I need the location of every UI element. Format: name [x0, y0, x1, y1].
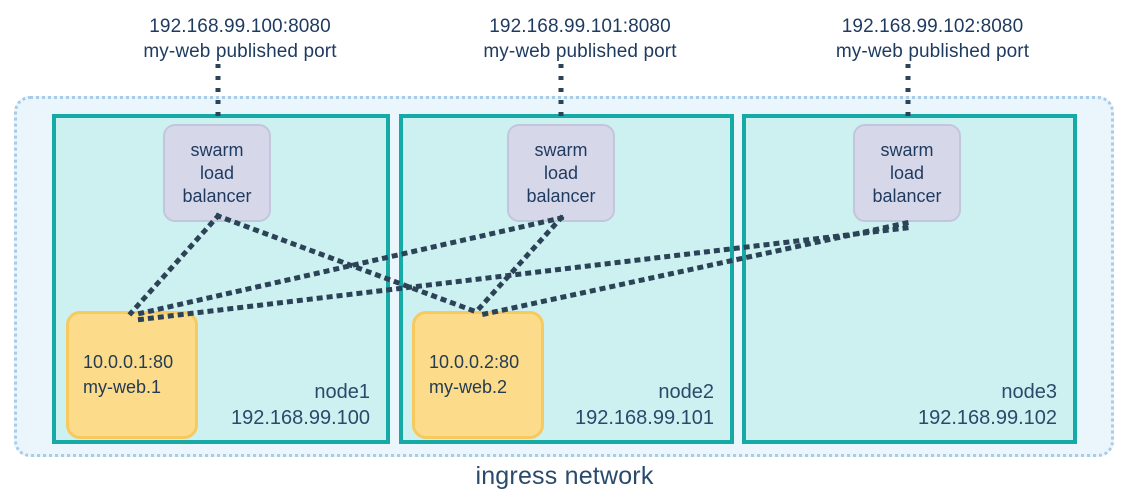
- lb-line-2: load: [543, 162, 579, 183]
- node-ip: 192.168.99.101: [574, 407, 714, 429]
- port-label-node3: 192.168.99.102:8080 my-web published por…: [795, 14, 1070, 64]
- node-name: node1: [314, 381, 370, 403]
- lb-line-2: load: [199, 162, 235, 183]
- task-address: 10.0.0.2:80: [429, 352, 520, 372]
- ingress-network-label: ingress network: [475, 462, 654, 490]
- lb-line-3: balancer: [182, 185, 252, 206]
- port-label-address: 192.168.99.101:8080: [489, 16, 671, 37]
- port-label-description: my-web published port: [483, 41, 677, 62]
- swarm-load-balancer-node2: swarm load balancer: [507, 124, 615, 222]
- task-my-web-1: 10.0.0.1:80 my-web.1: [66, 311, 198, 439]
- lb-line-1: swarm: [880, 139, 934, 160]
- task-address: 10.0.0.1:80: [83, 352, 174, 372]
- swarm-load-balancer-node3: swarm load balancer: [853, 124, 961, 222]
- node-name: node3: [1001, 381, 1057, 403]
- task-name: my-web.1: [83, 377, 162, 397]
- port-label-node1: 192.168.99.100:8080 my-web published por…: [110, 14, 370, 64]
- task-name: my-web.2: [429, 377, 508, 397]
- port-label-node2: 192.168.99.101:8080 my-web published por…: [450, 14, 710, 64]
- lb-line-3: balancer: [872, 185, 942, 206]
- port-label-description: my-web published port: [143, 41, 337, 62]
- node-ip: 192.168.99.100: [230, 407, 370, 429]
- port-label-description: my-web published port: [835, 41, 1030, 62]
- node-name: node2: [658, 381, 714, 403]
- lb-line-3: balancer: [526, 185, 596, 206]
- node-ip: 192.168.99.102: [917, 407, 1057, 429]
- lb-line-2: load: [889, 162, 925, 183]
- lb-line-1: swarm: [534, 139, 588, 160]
- port-label-address: 192.168.99.100:8080: [149, 16, 331, 37]
- lb-line-1: swarm: [190, 139, 244, 160]
- port-label-address: 192.168.99.102:8080: [841, 16, 1024, 37]
- task-my-web-2: 10.0.0.2:80 my-web.2: [412, 311, 544, 439]
- swarm-load-balancer-node1: swarm load balancer: [163, 124, 271, 222]
